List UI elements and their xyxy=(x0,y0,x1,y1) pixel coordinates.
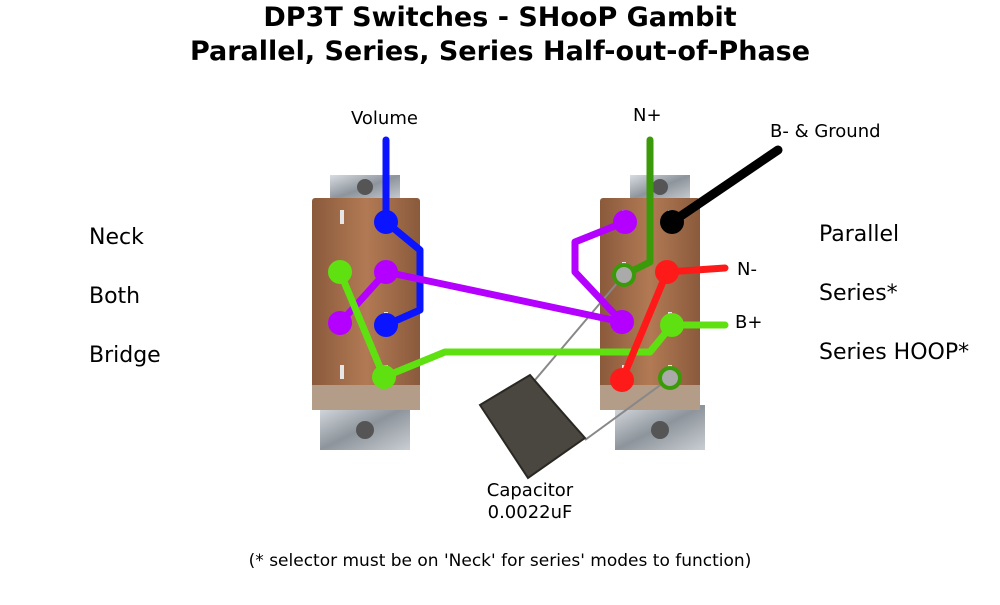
left-bottom-screw-icon xyxy=(356,421,374,439)
right-switch xyxy=(600,175,705,450)
solder-n-minus xyxy=(655,260,679,284)
capacitor-lead-1 xyxy=(534,274,625,381)
wire-volume xyxy=(382,136,424,329)
solder-b-plus xyxy=(660,313,684,337)
capacitor-body xyxy=(478,373,587,480)
right-top-screw-icon xyxy=(652,179,668,195)
solder-hoop-cap xyxy=(658,366,682,390)
label-both: Both xyxy=(89,284,141,309)
capacitor-lead-2 xyxy=(584,377,671,441)
solder-neck xyxy=(328,260,352,284)
footnote: (* selector must be on 'Neck' for series… xyxy=(248,551,752,571)
label-series-hoop: Series HOOP* xyxy=(819,340,970,365)
capacitor-value: 0.0022uF xyxy=(487,502,573,523)
solder-right-selector-mid xyxy=(610,310,634,334)
label-b-plus: B+ xyxy=(735,312,763,333)
left-switch-board xyxy=(312,198,420,408)
label-volume: Volume xyxy=(351,108,418,129)
label-parallel: Parallel xyxy=(819,222,900,247)
label-bridge: Bridge xyxy=(89,343,161,368)
solder-volume-bottom xyxy=(374,313,398,337)
solder-volume-top xyxy=(374,210,398,234)
label-series: Series* xyxy=(819,281,898,306)
left-switch-casing xyxy=(312,385,420,410)
solder-n-plus xyxy=(612,263,636,287)
left-switch xyxy=(312,175,420,450)
label-n-minus: N- xyxy=(737,259,757,280)
title-line-1: DP3T Switches - SHooP Gambit xyxy=(263,2,737,33)
right-bottom-screw-icon xyxy=(651,421,669,439)
solder-selector-both xyxy=(374,260,398,284)
solder-ground xyxy=(660,210,684,234)
solder-hoop-red xyxy=(610,368,634,392)
capacitor-label: Capacitor xyxy=(486,480,574,501)
capacitor xyxy=(478,274,671,480)
label-n-plus: N+ xyxy=(633,105,662,126)
solder-points xyxy=(328,210,684,392)
wire-selector-right xyxy=(571,218,629,326)
capacitor-caption: Capacitor 0.0022uF xyxy=(430,480,630,524)
solder-selector-bridge xyxy=(328,311,352,335)
left-top-screw-icon xyxy=(357,179,373,195)
label-neck: Neck xyxy=(89,225,144,250)
label-ground: B- & Ground xyxy=(770,121,881,142)
wire-ground xyxy=(667,145,783,227)
title-line-2: Parallel, Series, Series Half-out-of-Pha… xyxy=(189,36,811,67)
solder-right-selector-top xyxy=(613,210,637,234)
solder-bridge xyxy=(372,365,396,389)
